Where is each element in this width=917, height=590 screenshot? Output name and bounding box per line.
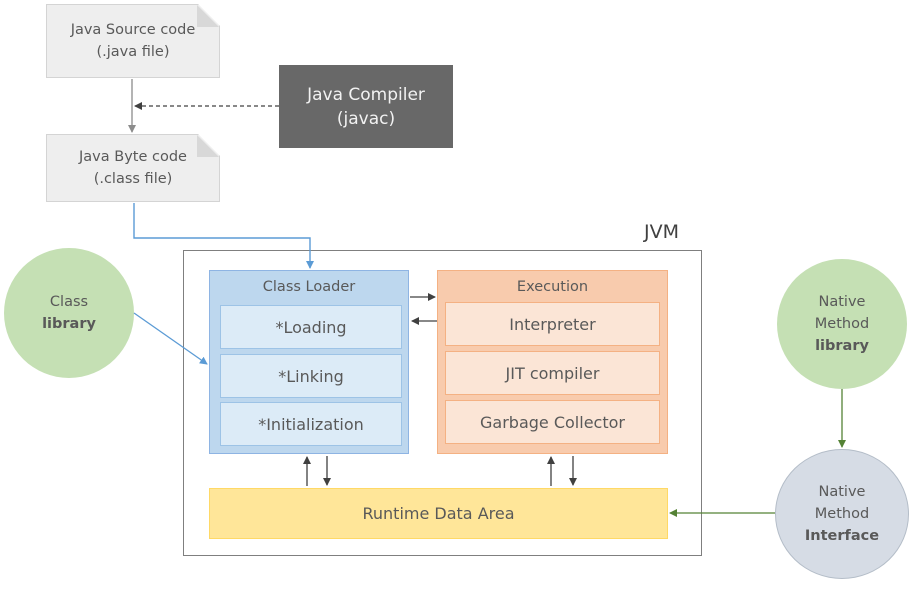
jit-compiler-label: JIT compiler (505, 363, 600, 383)
execution-title: Execution (516, 279, 589, 295)
class-library-circle: Class library (4, 248, 134, 378)
runtime-data-area: Runtime Data Area (209, 488, 668, 539)
garbage-collector-label: Garbage Collector (480, 412, 625, 432)
native-library-line1: Native (818, 294, 866, 310)
native-interface-line1: Native (818, 484, 866, 500)
native-interface-line3: Interface (804, 528, 880, 544)
runtime-data-area-label: Runtime Data Area (362, 504, 515, 523)
loading-label: *Loading (275, 317, 347, 337)
java-byte-code-box: Java Byte code (.class file) (46, 134, 220, 202)
class-library-line2: library (42, 316, 96, 332)
loading-step: *Loading (220, 305, 402, 349)
native-interface-line2: Method (814, 506, 870, 522)
java-compiler-box: Java Compiler (javac) (279, 65, 453, 148)
byte-code-title: Java Byte code (79, 149, 187, 165)
native-library-line2: Method (814, 316, 870, 332)
class-loader-panel: Class Loader *Loading *Linking *Initiali… (209, 270, 409, 454)
execution-panel: Execution Interpreter JIT compiler Garba… (437, 270, 668, 454)
initialization-label: *Initialization (258, 414, 364, 434)
compiler-title: Java Compiler (307, 84, 425, 105)
linking-label: *Linking (278, 366, 344, 386)
native-method-library-circle: Native Method library (777, 259, 907, 389)
linking-step: *Linking (220, 354, 402, 398)
garbage-collector-box: Garbage Collector (445, 400, 660, 444)
jvm-label: JVM (644, 221, 679, 243)
class-library-line1: Class (49, 294, 89, 310)
interpreter-box: Interpreter (445, 302, 660, 346)
native-library-line3: library (815, 338, 869, 354)
source-code-subtitle: (.java file) (96, 44, 170, 60)
interpreter-label: Interpreter (509, 314, 596, 334)
classlibrary-to-classloader-arrow (133, 312, 208, 365)
bytecode-to-classloader-arrow (133, 203, 314, 269)
compiler-subtitle: (javac) (336, 108, 396, 129)
initialization-step: *Initialization (220, 402, 402, 446)
source-code-title: Java Source code (70, 22, 196, 38)
byte-code-subtitle: (.class file) (93, 171, 173, 187)
native-method-interface-circle: Native Method Interface (775, 449, 909, 579)
class-loader-title: Class Loader (262, 279, 356, 295)
jit-compiler-box: JIT compiler (445, 351, 660, 395)
